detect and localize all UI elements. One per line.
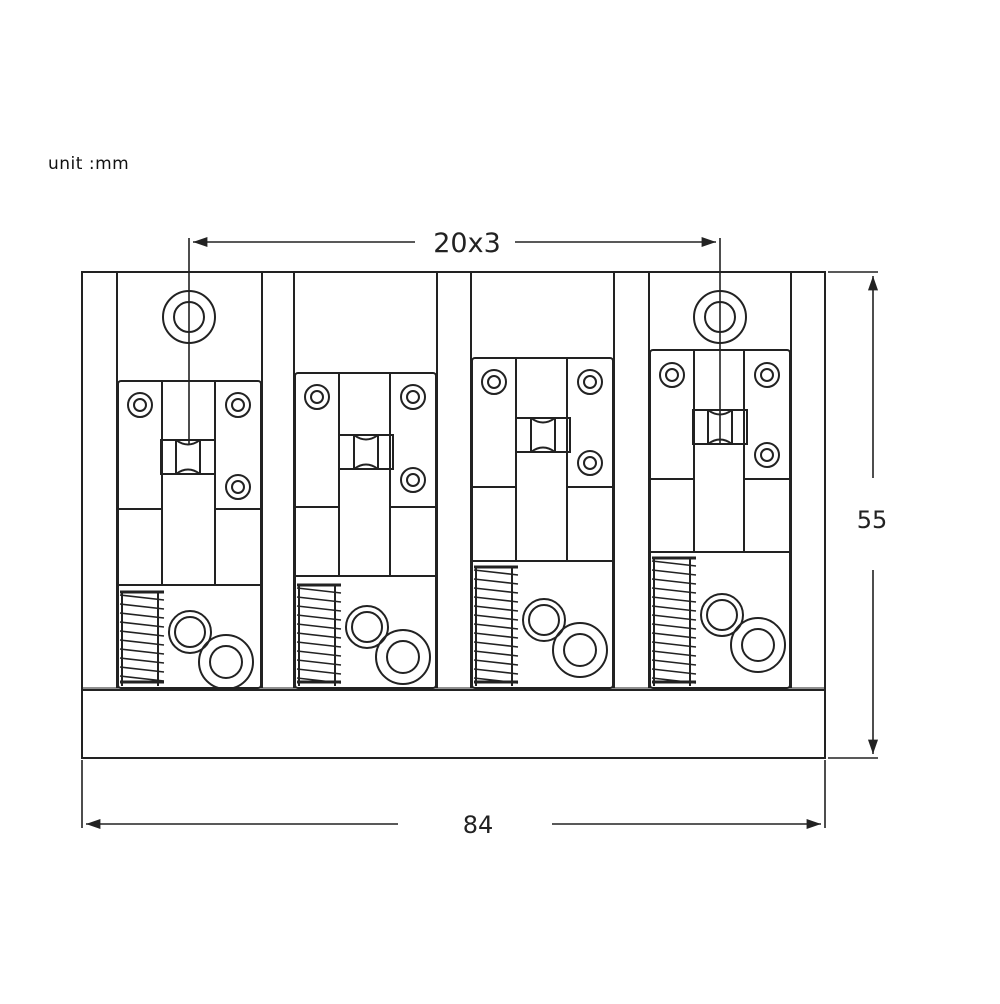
width-dimension-label: 84: [463, 811, 494, 839]
screw-head: [760, 448, 774, 462]
screw-head: [583, 456, 597, 470]
string-groove: [515, 417, 571, 453]
screw-head: [665, 368, 679, 382]
string-groove: [160, 439, 216, 475]
unit-label: unit :mm: [48, 154, 130, 174]
screw-head: [310, 390, 324, 404]
saddle-group: [116, 272, 792, 690]
mount-hole-inner: [741, 628, 775, 662]
spring-coil: [296, 587, 342, 684]
saddle-body: [294, 372, 437, 689]
height-dimension-label: 55: [857, 506, 888, 534]
spacing-dimension-label: 20x3: [433, 228, 501, 259]
spring-coil: [119, 594, 165, 682]
intonation-hole-inner: [528, 604, 560, 636]
mount-hole-inner: [563, 633, 597, 667]
screw-icon: [400, 467, 426, 493]
screw-head: [583, 375, 597, 389]
intonation-hole-inner: [174, 616, 206, 648]
saddle-body: [471, 357, 614, 689]
mount-hole-inner: [209, 645, 243, 679]
intonation-hole-outer: [700, 593, 744, 637]
spacing-dimension: [188, 236, 721, 445]
saddle-1: [116, 272, 263, 690]
width-dimension: [81, 760, 826, 830]
screw-head: [231, 398, 245, 412]
screw-icon: [304, 384, 330, 410]
intonation-hole-inner: [351, 611, 383, 643]
string-groove-curve: [353, 434, 379, 470]
screw-icon: [400, 384, 426, 410]
screw-icon: [577, 450, 603, 476]
screw-icon: [127, 392, 153, 418]
screw-head: [133, 398, 147, 412]
screw-head: [231, 480, 245, 494]
saddle-2: [293, 272, 438, 689]
saddle-3: [470, 272, 615, 689]
mount-hole-outer: [730, 617, 786, 673]
intonation-hole-outer: [168, 610, 212, 654]
intonation-hole-outer: [522, 598, 566, 642]
intonation-hole-outer: [345, 605, 389, 649]
screw-icon: [577, 369, 603, 395]
screw-icon: [481, 369, 507, 395]
screw-icon: [225, 474, 251, 500]
screw-head: [487, 375, 501, 389]
spring-coil: [651, 560, 697, 684]
string-groove: [338, 434, 394, 470]
screw-icon: [754, 442, 780, 468]
screw-head: [760, 368, 774, 382]
screw-icon: [659, 362, 685, 388]
string-groove-curve: [175, 439, 201, 475]
intonation-hole-inner: [706, 599, 738, 631]
base-plate: [81, 271, 826, 759]
mount-hole-inner: [386, 640, 420, 674]
screw-icon: [754, 362, 780, 388]
screw-head: [406, 390, 420, 404]
screw-head: [406, 473, 420, 487]
spring-coil: [473, 569, 519, 684]
height-dimension: [828, 271, 879, 759]
mount-hole-outer: [198, 634, 254, 690]
mount-hole-outer: [375, 629, 431, 685]
screw-icon: [225, 392, 251, 418]
mount-hole-outer: [552, 622, 608, 678]
string-groove-curve: [530, 417, 556, 453]
